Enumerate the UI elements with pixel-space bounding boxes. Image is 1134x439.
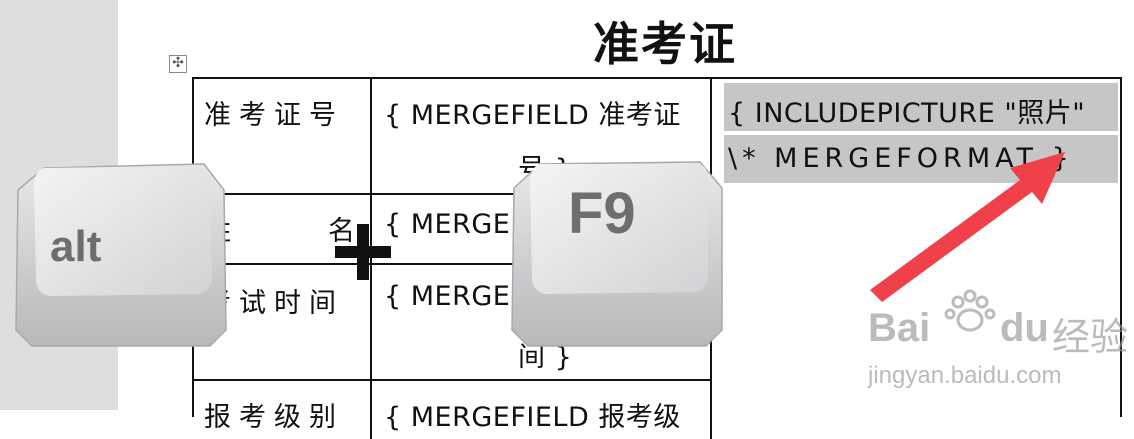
f9-key-icon: F9 <box>508 150 726 350</box>
alt-key-label: alt <box>50 222 102 271</box>
mergefield-exam-time-cont: 间 } <box>518 342 573 373</box>
mergefield-ticket-number: { MERGEFIELD 准考证 <box>384 100 681 131</box>
f9-key-label: F9 <box>568 181 636 246</box>
page-title: 准考证 <box>593 17 737 71</box>
table-cell-label[interactable]: 准考证号 <box>192 77 372 195</box>
paw-icon <box>944 286 996 343</box>
pointer-arrow-icon <box>860 140 1080 314</box>
label-name-right: 名 <box>328 216 355 247</box>
field-highlight-line1 <box>724 83 1118 131</box>
alt-key-icon: alt <box>14 150 229 350</box>
table-cell-field[interactable]: { MERGEFIELD 报考级 <box>370 379 712 439</box>
label-ticket-number: 准考证号 <box>204 100 344 131</box>
watermark-brand-cn: 经验 <box>1052 317 1129 359</box>
table-cell-field[interactable]: { MERGE 间 } <box>370 263 712 381</box>
watermark-brand: Bai <box>868 306 931 350</box>
watermark-url: jingyan.baidu.com <box>868 362 1062 389</box>
table-move-handle-icon[interactable]: ✣ <box>169 55 187 73</box>
plus-icon <box>333 222 393 282</box>
mergefield-level: { MERGEFIELD 报考级 <box>384 402 681 433</box>
label-level: 报考级别 <box>204 402 344 433</box>
mergefield-name: { MERGE <box>384 209 511 240</box>
includepicture-field: { INCLUDEPICTURE "照片" <box>728 98 1086 129</box>
mergefield-exam-time: { MERGE <box>384 281 511 312</box>
table-border-top <box>192 77 1122 79</box>
watermark-brand-end: du <box>1000 306 1049 350</box>
table-cell-label[interactable]: 报考级别 <box>192 379 372 439</box>
